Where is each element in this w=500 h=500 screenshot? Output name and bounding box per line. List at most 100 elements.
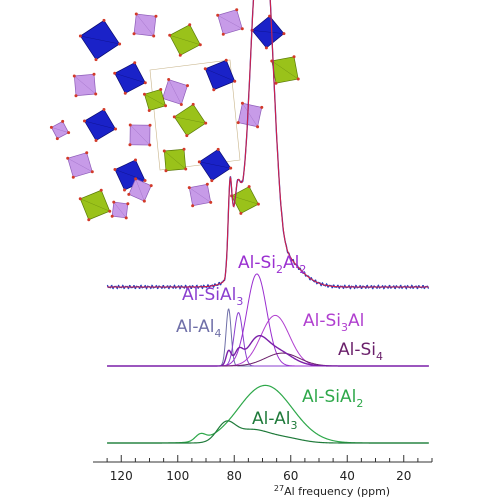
x-tick-label: 120 <box>110 469 133 483</box>
oxygen-atom <box>179 102 183 106</box>
tetrahedron-edge <box>114 169 146 181</box>
label-al-sial3: Al-SiAl3 <box>182 285 243 308</box>
label-al-sial2: Al-SiAl2 <box>302 387 363 410</box>
oxygen-atom <box>74 94 78 98</box>
x-axis-title: 27Al frequency (ppm) <box>274 484 390 498</box>
label-al-al3: Al-Al3 <box>252 409 297 432</box>
x-tick-label: 60 <box>283 469 298 483</box>
oxygen-atom <box>148 123 152 127</box>
oxygen-atom <box>209 200 213 204</box>
oxygen-atom <box>152 34 156 38</box>
oxygen-atom <box>102 107 106 111</box>
oxygen-atom <box>216 147 220 151</box>
oxygen-atom <box>282 32 286 36</box>
oxygen-atom <box>204 121 208 125</box>
oxygen-atom <box>102 18 106 22</box>
oxygen-atom <box>126 202 130 206</box>
oxygen-atom <box>184 167 188 171</box>
oxygen-atom <box>274 81 278 85</box>
label-al-si4: Al-Si4 <box>338 340 383 363</box>
oxygen-atom <box>118 42 122 46</box>
component-decomposition-panel <box>107 273 429 367</box>
oxygen-atom <box>113 71 117 75</box>
oxygen-atom <box>66 156 70 160</box>
oxygen-atom <box>71 175 75 179</box>
oxygen-atom <box>198 43 202 47</box>
tetrahedron-edge <box>189 187 211 203</box>
tetrahedron-edge <box>84 120 116 130</box>
oxygen-atom <box>224 58 228 62</box>
oxygen-atom <box>296 77 300 81</box>
oxygen-atom <box>212 88 216 92</box>
oxygen-atom <box>164 169 168 173</box>
oxygen-atom <box>197 160 201 164</box>
oxygen-atom <box>188 23 192 27</box>
tetrahedron-edge <box>51 127 69 133</box>
tetrahedron-edge <box>169 35 201 45</box>
tetrahedron-edge <box>205 68 235 82</box>
oxygen-atom <box>191 204 195 208</box>
oxygen-atom <box>127 192 131 196</box>
oxygen-atom <box>55 137 59 141</box>
oxygen-atom <box>264 46 268 50</box>
label-al-si2al2: Al-Si2Al2 <box>238 253 306 276</box>
tetrahedron-edge <box>252 30 284 34</box>
oxygen-atom <box>210 179 214 183</box>
oxygen-atom <box>78 197 82 201</box>
oxygen-atom <box>123 188 127 192</box>
oxygen-atom <box>134 177 138 181</box>
oxygen-atom <box>260 105 264 109</box>
tetrahedron-edge <box>67 158 93 172</box>
oxygen-atom <box>110 214 114 218</box>
tetrahedron-edge <box>231 195 259 205</box>
tetrahedron-edge <box>80 198 110 212</box>
oxygen-atom <box>178 53 182 57</box>
oxygen-atom <box>149 184 153 188</box>
oxygen-atom <box>128 143 132 147</box>
oxygen-atom <box>191 102 195 106</box>
x-tick-label: 100 <box>166 469 189 483</box>
tetrahedron-edge <box>114 73 146 83</box>
tetrahedron-edge <box>199 161 231 169</box>
oxygen-atom <box>216 13 220 17</box>
tetrahedron-edge <box>164 150 186 170</box>
oxygen-atom <box>256 202 260 206</box>
oxygen-atom <box>221 32 225 36</box>
oxygen-atom <box>112 200 116 204</box>
oxygen-atom <box>87 218 91 222</box>
oxygen-atom <box>167 78 171 82</box>
oxygen-atom <box>143 178 147 182</box>
oxygen-atom <box>187 186 191 190</box>
oxygen-atom <box>123 91 127 95</box>
simulated-line-al-al3 <box>107 420 429 444</box>
oxygen-atom <box>182 147 186 151</box>
simulated-spectrum-panel <box>107 384 429 444</box>
oxygen-atom <box>49 125 53 129</box>
tetrahedron-edge <box>217 15 243 29</box>
x-tick-label: 20 <box>396 469 411 483</box>
oxygen-atom <box>292 55 296 59</box>
oxygen-atom <box>124 216 128 220</box>
oxygen-atom <box>154 14 158 18</box>
oxygen-atom <box>128 123 132 127</box>
experimental-spectrum-panel <box>106 0 430 290</box>
tetrahedron-edge <box>130 124 150 146</box>
oxygen-atom <box>247 185 251 189</box>
oxygen-atom <box>143 81 147 85</box>
oxygen-atom <box>92 72 96 76</box>
tetrahedron-edge <box>174 116 206 124</box>
oxygen-atom <box>229 166 233 170</box>
oxygen-atom <box>185 84 189 88</box>
oxygen-atom <box>82 119 86 123</box>
tetrahedron-edge <box>113 202 127 218</box>
oxygen-atom <box>133 158 137 162</box>
oxygen-atom <box>233 79 237 83</box>
oxygen-atom <box>132 32 136 36</box>
oxygen-atom <box>240 27 244 31</box>
oxygen-atom <box>164 104 168 108</box>
tetrahedron-edge <box>80 35 120 45</box>
oxygen-atom <box>185 134 189 138</box>
oxygen-atom <box>72 74 76 78</box>
oxygen-atom <box>268 14 272 18</box>
